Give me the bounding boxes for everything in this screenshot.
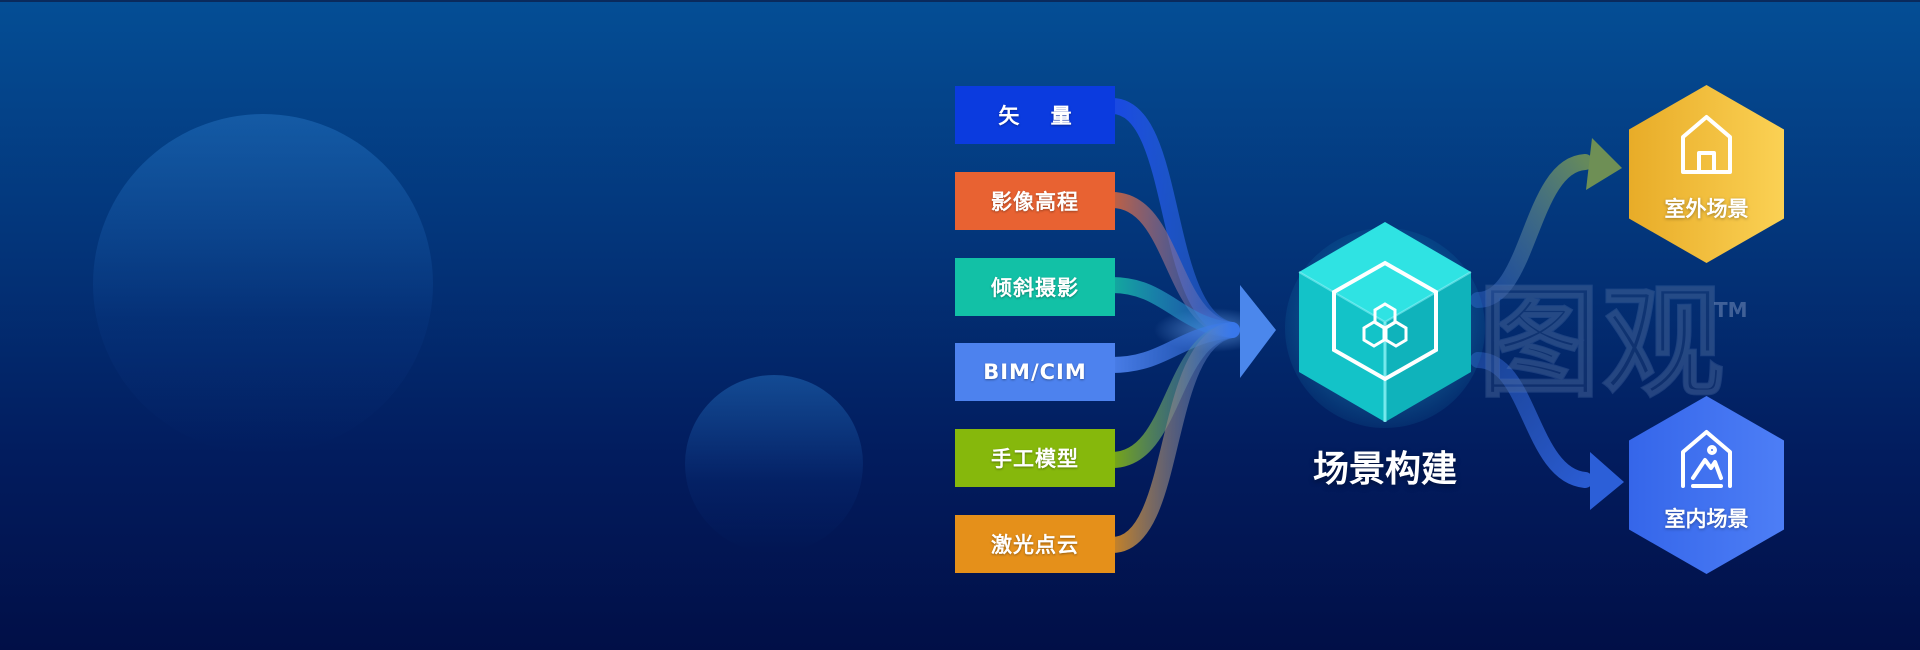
outdoor-scene-label: 室外场景: [1664, 197, 1749, 221]
source-imagery-elevation: 影像高程: [955, 172, 1115, 230]
background-circle-small: [685, 375, 863, 553]
flow-curve-pointcloud: [1104, 322, 1240, 553]
source-laser-point-cloud: 激光点云: [955, 515, 1115, 573]
output-arrow-outdoor: [1586, 138, 1622, 190]
output-arrow-indoor: [1590, 452, 1624, 510]
house-icon: [1681, 115, 1732, 174]
brand-watermark: 图观: [1477, 272, 1726, 414]
top-border: [0, 0, 1920, 2]
indoor-tent-icon: [1681, 430, 1732, 488]
source-oblique-photography: 倾斜摄影: [955, 258, 1115, 316]
outdoor-scene-hexagon: [1629, 85, 1784, 263]
background-circle-large: [93, 114, 433, 454]
output-curve-indoor: [1470, 352, 1593, 488]
indoor-scene-hexagon: [1629, 396, 1784, 574]
output-curve-outdoor: [1470, 154, 1593, 308]
source-bim-cim: BIM/CIM: [955, 343, 1115, 401]
trademark-symbol: TM: [1714, 298, 1748, 322]
cube-hexagon-icon: [1285, 222, 1485, 428]
scene-building-label: 场景构建: [1312, 449, 1457, 490]
merge-arrow: [1240, 285, 1276, 378]
source-manual-model: 手工模型: [955, 429, 1115, 487]
source-vector: 矢 量: [955, 86, 1115, 144]
indoor-scene-label: 室内场景: [1664, 507, 1749, 531]
